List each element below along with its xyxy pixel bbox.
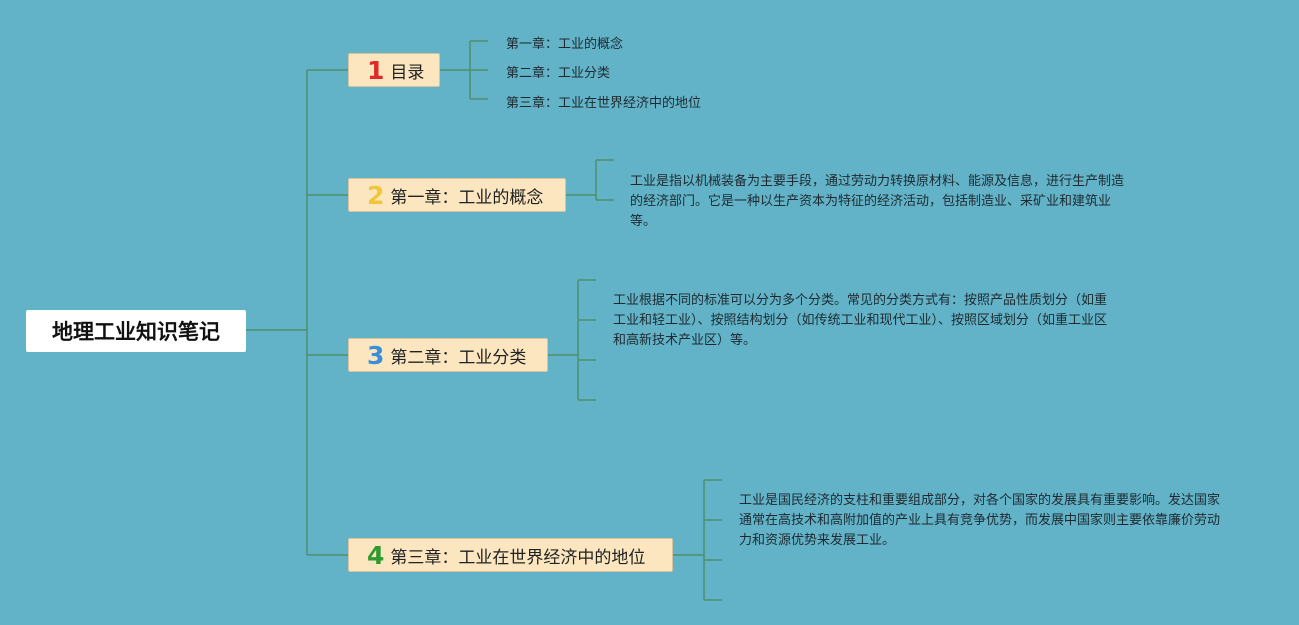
branch-chapter-2[interactable]: 3 第二章：工业分类 — [348, 338, 548, 372]
branch-label: 第二章：工业分类 — [390, 347, 527, 368]
branch-toc[interactable]: 1 目录 — [348, 53, 440, 87]
toc-item-chapter-3[interactable]: 第三章：工业在世界经济中的地位 — [506, 96, 702, 111]
branch-label: 第一章：工业的概念 — [390, 187, 544, 208]
branch-number: 3 — [367, 340, 385, 370]
branch-number: 1 — [367, 55, 385, 85]
branch-number: 4 — [367, 540, 385, 570]
chapter-1-detail: 工业是指以机械装备为主要手段，通过劳动力转换原材料、能源及信息，进行生产制造的经… — [630, 174, 1125, 229]
branch-label: 目录 — [390, 62, 425, 83]
toc-item-chapter-2[interactable]: 第二章：工业分类 — [506, 66, 611, 81]
branch-chapter-1[interactable]: 2 第一章：工业的概念 — [348, 178, 566, 212]
root-node[interactable]: 地理工业知识笔记 — [26, 310, 246, 352]
branch-chapter-3[interactable]: 4 第三章：工业在世界经济中的地位 — [348, 538, 673, 572]
root-title: 地理工业知识笔记 — [52, 320, 220, 344]
toc-item-chapter-1[interactable]: 第一章：工业的概念 — [506, 37, 624, 52]
branch-label: 第三章：工业在世界经济中的地位 — [390, 547, 646, 568]
chapter-2-detail: 工业根据不同的标准可以分为多个分类。常见的分类方式有：按照产品性质划分（如重工业… — [613, 293, 1108, 348]
chapter-3-detail: 工业是国民经济的支柱和重要组成部分，对各个国家的发展具有重要影响。发达国家通常在… — [739, 493, 1221, 548]
branch-number: 2 — [367, 180, 385, 210]
